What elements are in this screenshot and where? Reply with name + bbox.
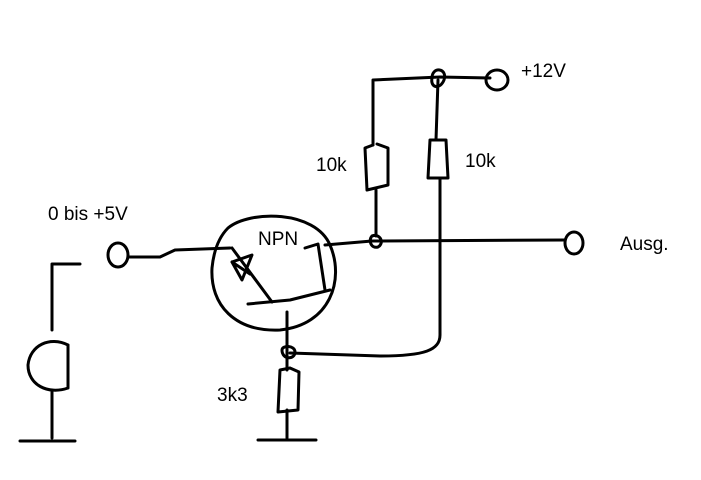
collector-resistor-label: 10k bbox=[316, 155, 347, 176]
emitter-node bbox=[280, 345, 297, 360]
supply-terminal bbox=[484, 68, 510, 92]
transistor-circle bbox=[210, 214, 338, 332]
feedback-resistor-label: 10k bbox=[465, 151, 496, 172]
emitter-resistor-label: 3k3 bbox=[217, 385, 248, 406]
supply-rail bbox=[371, 75, 492, 90]
transistor-base-bar bbox=[230, 246, 274, 304]
supply-voltage-label: +12V bbox=[521, 61, 566, 82]
feedback-resistor-lead-bottom bbox=[288, 176, 442, 358]
transistor-label: NPN bbox=[258, 229, 299, 250]
input-voltage-label: 0 bis +5V bbox=[48, 204, 128, 225]
base-wire bbox=[126, 246, 232, 259]
signal-source bbox=[18, 262, 82, 443]
npn-transistor bbox=[210, 214, 338, 332]
collector-node bbox=[368, 233, 383, 249]
source-circle bbox=[26, 340, 70, 392]
collector-output-wire bbox=[323, 238, 567, 247]
feedback-resistor-lead-top bbox=[434, 78, 440, 142]
input-terminal bbox=[106, 241, 130, 269]
emitter-arrow bbox=[230, 253, 254, 282]
output-label: Ausg. bbox=[620, 234, 669, 255]
transistor-emitter-leg bbox=[246, 288, 332, 306]
emitter-resistor bbox=[276, 366, 301, 414]
collector-resistor bbox=[363, 142, 390, 192]
source-top-lead bbox=[50, 262, 82, 332]
transistor-collector-leg bbox=[303, 242, 327, 292]
supply-node bbox=[430, 68, 447, 88]
output-terminal bbox=[563, 230, 585, 256]
feedback-resistor bbox=[426, 138, 450, 180]
